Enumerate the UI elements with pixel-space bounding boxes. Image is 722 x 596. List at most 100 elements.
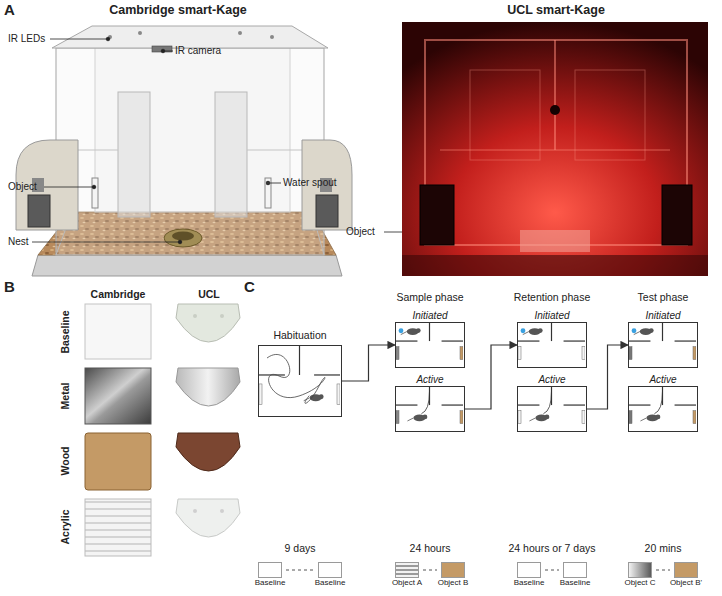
cage-state: Active xyxy=(395,386,465,432)
illustration-part xyxy=(85,368,151,424)
swatch-ellipsis xyxy=(286,570,670,571)
panel-title: Cambridge smart-Kage xyxy=(109,4,247,18)
illustration-part xyxy=(28,195,50,227)
duration-label: 20 mins xyxy=(645,543,682,555)
part-name: IR camera xyxy=(175,45,221,56)
row-header: Metal xyxy=(60,383,72,410)
illustration-part xyxy=(238,31,242,35)
illustration-part xyxy=(193,509,197,513)
illustration-part xyxy=(32,255,342,276)
illustration-part xyxy=(545,570,559,571)
habituation-cage: Habituation xyxy=(258,345,342,417)
illustration-part xyxy=(32,242,180,243)
illustration-part xyxy=(425,40,687,245)
illustration-part xyxy=(85,499,151,556)
illustration-part xyxy=(402,255,708,276)
illustration-part xyxy=(662,185,692,245)
phase-title: Sample phase xyxy=(396,292,463,304)
illustration-part xyxy=(470,70,540,160)
illustration-part xyxy=(316,195,338,227)
part-name: Water spout xyxy=(283,177,337,188)
state-label: Active xyxy=(649,374,676,385)
phase-title: Retention phase xyxy=(514,292,590,304)
panel-letter: C xyxy=(244,279,255,296)
mouse-icon xyxy=(529,415,549,422)
duration-label: 9 days xyxy=(285,543,316,555)
phase-arrow xyxy=(342,345,395,381)
panel-title: UCL smart-Kage xyxy=(507,4,605,18)
cage-state: Initiated xyxy=(517,322,587,368)
illustration-part xyxy=(152,46,172,52)
cage-interior xyxy=(259,346,340,415)
object-swatch: Baseline xyxy=(258,562,282,578)
state-label: Active xyxy=(416,374,443,385)
object-swatch: Baseline xyxy=(517,562,541,578)
cage-state: Initiated xyxy=(628,322,698,368)
illustration-part xyxy=(402,22,708,276)
panel-letter: A xyxy=(4,2,15,19)
illustration-part xyxy=(440,149,670,151)
illustration-part xyxy=(138,31,142,35)
duration-label: 24 hours xyxy=(410,543,451,555)
object-swatch: Object C xyxy=(628,562,652,578)
swatch-label: Baseline xyxy=(315,579,346,588)
cage-interior xyxy=(396,323,463,366)
panel-letter: B xyxy=(4,279,15,296)
illustration-part xyxy=(178,240,182,244)
illustration-part xyxy=(176,368,240,406)
illustration-part xyxy=(656,570,670,571)
part-name: Nest xyxy=(8,236,29,247)
object-marker xyxy=(693,347,696,360)
illustration-part xyxy=(220,314,224,318)
swatch-label: Baseline xyxy=(255,579,286,588)
mouse-icon xyxy=(523,328,543,335)
illustration-part xyxy=(520,230,590,252)
row-header: Baseline xyxy=(60,310,72,353)
illustration-part xyxy=(286,570,314,571)
object-swatch: Object B' xyxy=(674,562,698,578)
cage-state: Initiated xyxy=(395,322,465,368)
column-header: Cambridge xyxy=(91,289,146,301)
ucl-kage-photo xyxy=(402,22,708,276)
object-marker xyxy=(259,384,262,405)
water-drop xyxy=(399,328,404,333)
swatch-label: Baseline xyxy=(560,579,591,588)
water-drop xyxy=(521,328,526,333)
mouse-path xyxy=(654,391,662,413)
object-marker xyxy=(460,347,463,360)
object-marker xyxy=(693,411,696,424)
cage-wall xyxy=(629,323,696,341)
swatch-label: Object B xyxy=(438,579,469,588)
object-marker xyxy=(582,411,585,424)
mouse-path xyxy=(421,391,429,413)
object-marker xyxy=(629,411,632,424)
mouse-icon xyxy=(407,415,427,422)
swatch-label: Object B' xyxy=(670,579,702,588)
state-label: Initiated xyxy=(412,310,447,321)
duration-label: 24 hours or 7 days xyxy=(509,543,596,555)
object-swatch: Object B xyxy=(441,562,465,578)
illustration-part xyxy=(215,92,247,217)
illustration-part xyxy=(164,229,202,247)
phase-title: Test phase xyxy=(638,292,689,304)
illustration-part xyxy=(106,37,110,41)
illustration-part xyxy=(575,70,645,160)
leader-line xyxy=(32,37,442,244)
illustration-part xyxy=(265,178,271,208)
illustration-part xyxy=(161,49,165,53)
object-swatch: Object A xyxy=(395,562,419,578)
cage-interior xyxy=(518,387,585,430)
phase-arrow xyxy=(465,345,517,409)
object-marker xyxy=(518,411,521,424)
material-tiles xyxy=(85,304,240,556)
phase-arrow xyxy=(587,345,628,409)
illustration-part xyxy=(176,304,240,342)
object-marker xyxy=(582,347,585,360)
illustration-part xyxy=(193,314,197,318)
cage-interior xyxy=(629,387,696,430)
object-marker xyxy=(629,347,632,360)
part-name: IR LEDs xyxy=(8,33,45,44)
cage-interior xyxy=(518,323,585,366)
illustration-part xyxy=(56,48,324,255)
